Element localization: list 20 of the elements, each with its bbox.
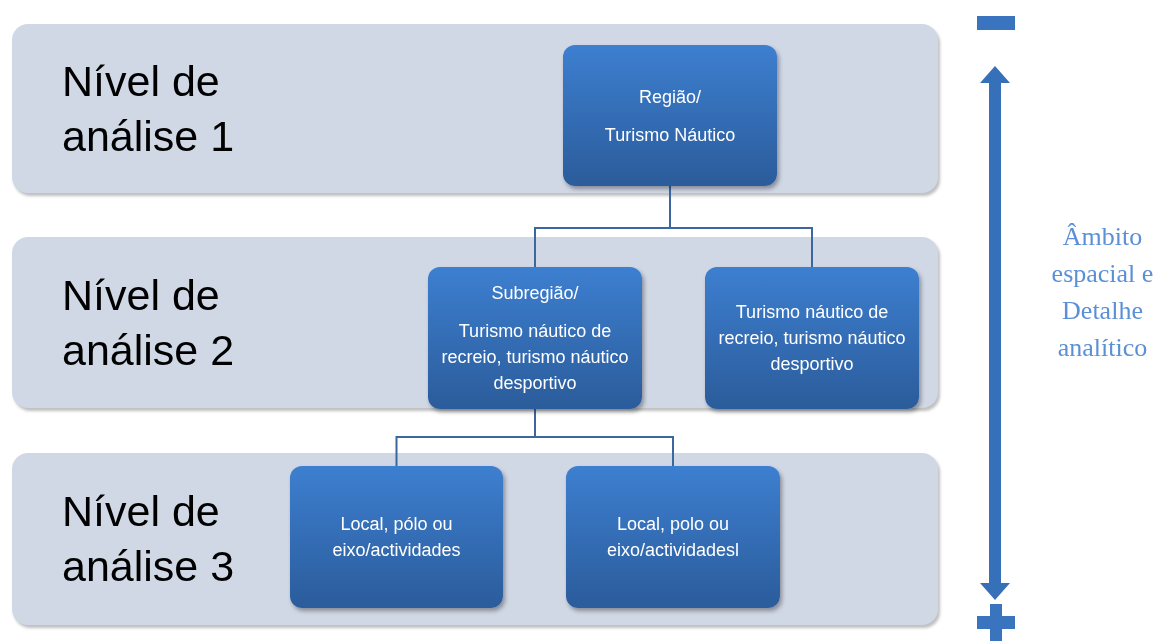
level-heading: Nível de análise 2: [62, 269, 236, 376]
category-box: [705, 267, 919, 409]
level-band: [12, 237, 938, 408]
category-box: [563, 45, 777, 186]
box-text: Turismo náutico de recreio, turismo náutico desportivo: [440, 320, 630, 395]
box-text: Turismo náutico de recreio, turismo náutico desportivo: [717, 301, 907, 376]
box-text: Local, polo ou eixo/actividadesl: [605, 513, 741, 562]
level-heading: Nível de análise 1: [62, 55, 236, 162]
level-band: [12, 453, 938, 625]
level-heading: Nível de análise 3: [62, 486, 236, 592]
box-text: Região/: [638, 85, 701, 109]
axis-caption: Âmbito espacial e Detalhe analítico: [1050, 221, 1155, 364]
connector-line: [534, 408, 674, 467]
category-box: [566, 466, 780, 608]
box-text: Local, pólo ou eixo/actividades: [331, 513, 462, 562]
category-box: [428, 267, 642, 409]
category-box: [290, 466, 503, 608]
box-text: Subregião/: [491, 282, 579, 305]
box-text: Turismo Náutico: [604, 123, 736, 147]
level-band: [12, 24, 938, 193]
